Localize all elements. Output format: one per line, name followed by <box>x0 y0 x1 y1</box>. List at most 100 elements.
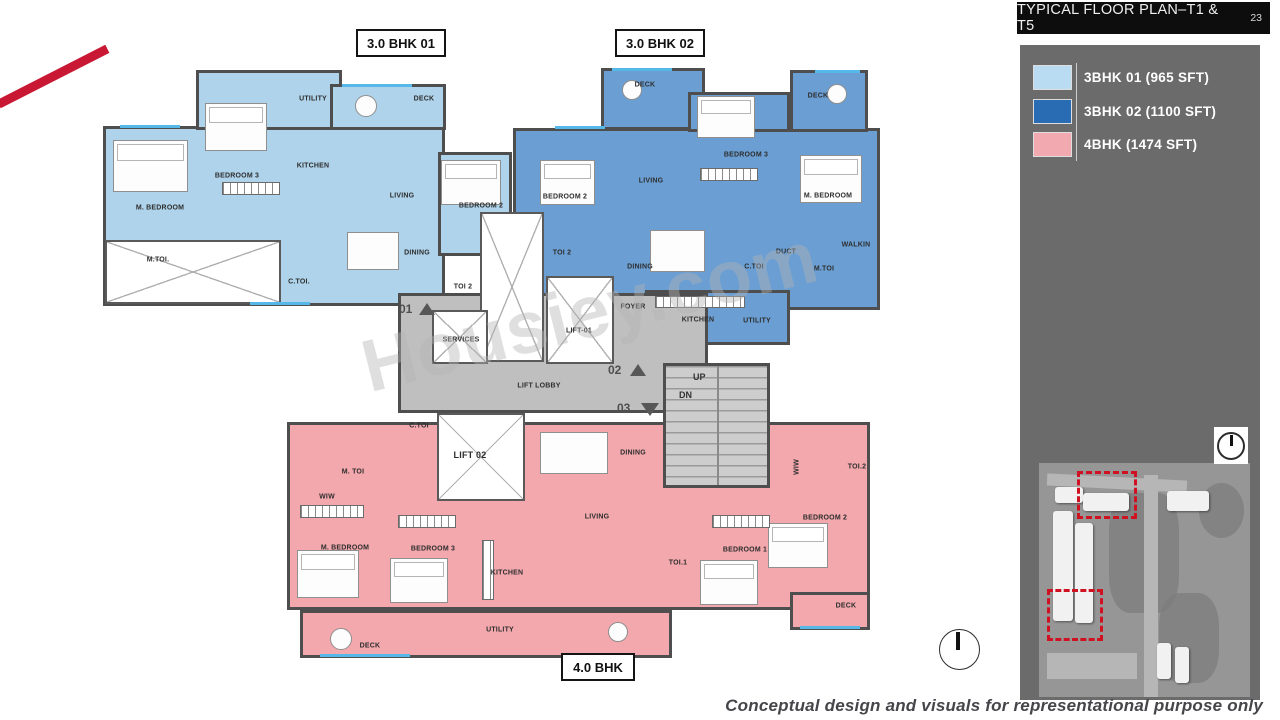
room-label: BEDROOM 3 <box>723 151 769 159</box>
room-label: UTILITY <box>743 317 771 325</box>
room-label: DECK <box>359 642 381 650</box>
deck-edge-line <box>320 654 410 657</box>
room-label: DECK <box>634 81 656 89</box>
north-compass-needle <box>956 632 960 650</box>
deck-planter <box>330 628 352 650</box>
deck-planter <box>827 84 847 104</box>
room-label: C.TOI <box>744 263 764 271</box>
lift-01-shaft <box>546 276 614 364</box>
lift-02-label: LIFT 02 <box>453 450 487 460</box>
map-compass-box <box>1214 427 1248 464</box>
wardrobe <box>712 515 770 528</box>
unit3-deck-right <box>790 592 870 630</box>
bed <box>297 550 359 598</box>
room-label: TOI 2 <box>552 249 572 257</box>
window-line <box>120 125 180 128</box>
building <box>1157 643 1171 679</box>
highlight-box-tower-bottom <box>1047 589 1103 641</box>
room-label: M. BEDROOM <box>135 204 185 212</box>
legend-label: 4BHK (1474 SFT) <box>1084 137 1198 152</box>
room-label: TOI.1 <box>668 559 688 567</box>
lift-01-label: LIFT-01 <box>566 327 592 335</box>
staircase <box>663 363 770 488</box>
road <box>1144 475 1158 697</box>
room-label: BEDROOM 2 <box>542 193 588 201</box>
legend-swatch-4bhk <box>1033 132 1072 157</box>
unit1-tag-label: 3.0 BHK 01 <box>367 35 435 51</box>
room-label: LIVING <box>584 513 610 521</box>
legend-item-4bhk: 4BHK (1474 SFT) <box>1033 132 1197 157</box>
unit3-tag-label: 4.0 BHK <box>573 659 623 675</box>
stairs-dn-label: DN <box>679 390 692 400</box>
entry-marker-01: 01 <box>399 302 413 316</box>
legend-frame-line <box>1076 63 1077 161</box>
red-accent-line <box>0 44 110 109</box>
room-label: M. BEDROOM <box>320 544 370 552</box>
deck-edge-line <box>815 70 860 73</box>
page-title: TYPICAL FLOOR PLAN–T1 & T5 <box>1017 2 1219 34</box>
room-label: DECK <box>807 92 829 100</box>
unit3-tag: 4.0 BHK <box>561 653 635 681</box>
building <box>1175 647 1189 683</box>
room-label: DUCT <box>775 248 797 256</box>
legend-swatch-3bhk02 <box>1033 99 1072 124</box>
room-label: BEDROOM 3 <box>214 172 260 180</box>
stairs-up-label: UP <box>693 372 706 382</box>
unit2-tag: 3.0 BHK 02 <box>615 29 705 57</box>
unit1-tag: 3.0 BHK 01 <box>356 29 446 57</box>
room-label: WIW <box>319 493 335 501</box>
building <box>1053 511 1073 621</box>
deck-planter <box>622 80 642 100</box>
bed <box>700 560 758 605</box>
room-label: LIVING <box>389 192 415 200</box>
sidebar: 3BHK 01 (965 SFT) 3BHK 02 (1100 SFT) 4BH… <box>1020 45 1260 700</box>
entry-marker-02: 02 <box>608 363 622 377</box>
unit2-tag-label: 3.0 BHK 02 <box>626 35 694 51</box>
room-label: KITCHEN <box>296 162 330 170</box>
road <box>1047 653 1137 679</box>
entry-arrow-up-icon <box>419 303 435 315</box>
bed <box>768 523 828 568</box>
room-label: LIVING <box>638 177 664 185</box>
bed <box>540 160 595 205</box>
page-number: 23 <box>1250 12 1262 24</box>
disclaimer-text: Conceptual design and visuals for repres… <box>725 696 1263 715</box>
deck-edge-line <box>612 68 672 71</box>
bed <box>441 160 501 205</box>
bed <box>390 558 448 603</box>
room-label: C.TOI. <box>288 278 310 286</box>
room-label: TOI 2 <box>453 283 473 291</box>
entry-marker-03: 03 <box>617 401 631 415</box>
entry-arrow-down-icon <box>641 403 659 416</box>
legend-item-3bhk02: 3BHK 02 (1100 SFT) <box>1033 99 1216 124</box>
legend-label: 3BHK 02 (1100 SFT) <box>1084 104 1217 119</box>
legend-swatch-3bhk01 <box>1033 65 1072 90</box>
map-compass-needle <box>1229 435 1233 446</box>
deck-edge-line <box>800 626 860 629</box>
room-label: BEDROOM 2 <box>458 202 504 210</box>
room-label: BEDROOM 2 <box>802 514 848 522</box>
room-label: FOYER <box>620 303 646 311</box>
window-line <box>555 126 605 129</box>
lift-lobby-label: LIFT LOBBY <box>517 382 561 390</box>
room-label: DINING <box>627 263 653 271</box>
building <box>1075 523 1093 623</box>
deck-planter <box>608 622 628 642</box>
site-key-plan <box>1039 463 1250 697</box>
dining-table <box>540 432 608 474</box>
entry-arrow-up-icon <box>630 364 646 376</box>
room-label: DINING <box>404 249 430 257</box>
room-label: KITCHEN <box>681 316 715 324</box>
bed <box>697 96 755 138</box>
services-label: SERVICES <box>442 336 480 344</box>
dining-table <box>650 230 705 272</box>
building <box>1083 493 1129 511</box>
deck-edge-line <box>342 84 412 87</box>
room-label: UTILITY <box>299 95 327 103</box>
dining-table <box>347 232 399 270</box>
kitchen-counter <box>655 296 745 308</box>
wardrobe <box>300 505 364 518</box>
room-label: DINING <box>620 449 646 457</box>
window-line <box>250 302 310 305</box>
